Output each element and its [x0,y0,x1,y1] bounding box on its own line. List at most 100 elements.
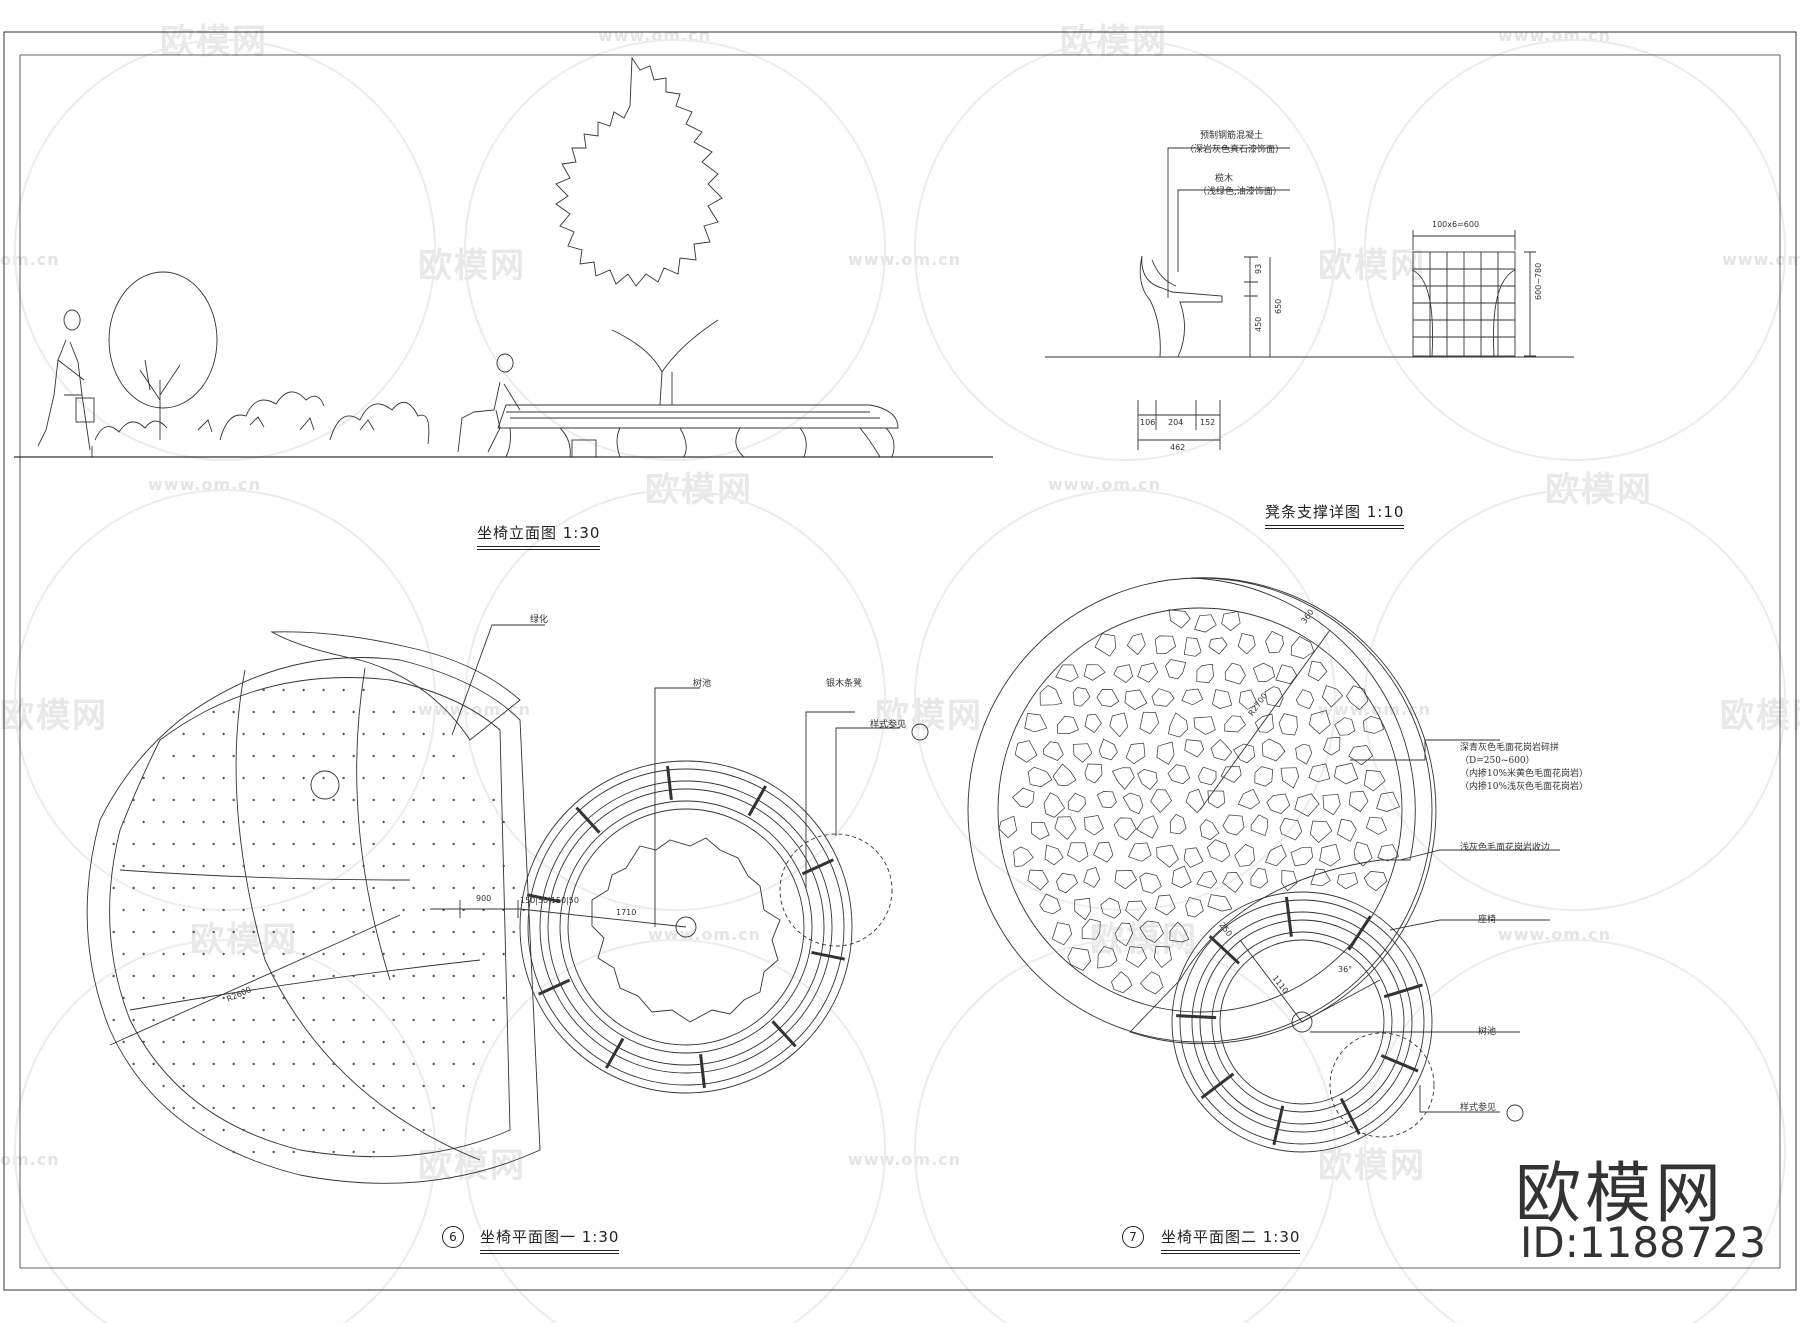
planter-segments [119,667,481,1161]
note-concrete: 预制钢筋混凝土 [1200,131,1264,141]
person-bag [75,397,95,423]
leader-edging [1399,849,1560,861]
note-tree-pool-2: 树池 [1478,1027,1497,1037]
bench-supports-plan-two [1176,896,1423,1146]
bench-seat [497,404,899,429]
sheet-frame [3,31,1797,1291]
dim-segments: 150|50|150|50 [520,896,579,905]
bench-ring-outer [1171,891,1433,1153]
note-concrete-sub: （深岩灰色真石漆饰面） [1185,145,1285,155]
plan-one-drawing [86,624,929,1184]
planter-outline [270,631,521,741]
dim-grid-right [1524,251,1536,357]
note-style-ref-2: 样式参见 [1460,1103,1497,1113]
note-paving-a: （内掺10%米黄色毛面花岗岩） [1460,769,1589,779]
brand-id: ID:1188723 [1520,1218,1766,1267]
small-tree-crown [108,271,218,409]
title-plan-two-text: 坐椅平面图二 1:30 [1161,1228,1301,1246]
dim-v2: 450 [1254,316,1263,332]
watermark-url: www.om.cn [1722,250,1800,269]
dim-vertical [1244,256,1271,358]
dim-v1: 93 [1254,263,1263,274]
support-detail-drawing [1045,147,1574,450]
note-wood-sub: （浅绿色,油漆饰面） [1198,187,1282,197]
detail-callout-circle-two [1329,1032,1435,1138]
leader-seat [1389,919,1550,931]
plan-two-number: 7 [1122,1226,1144,1248]
bench-supports-plan-one [526,765,846,1089]
title-elevation-text: 坐椅立面图 1:30 [477,524,601,542]
title-plan-two: 坐椅平面图二 1:30 [1161,1226,1301,1254]
leader-tree-pool [654,687,700,927]
dim-106: 106 [1140,418,1156,427]
note-paving-d: （D=250~600） [1460,756,1535,766]
note-style-ref-1: 样式参见 [870,720,907,730]
brand-name: 欧模网 [1515,1155,1725,1232]
bench-block [571,439,597,458]
dim-v3: 650 [1274,298,1283,314]
leader-concrete [1167,147,1290,298]
title-plan-one: 坐椅平面图一 1:30 [480,1226,620,1254]
watermark-rings [14,39,1786,1323]
planter-inner [109,677,511,1158]
title-plan-one-text: 坐椅平面图一 1:30 [480,1228,620,1246]
dim-152: 152 [1200,418,1216,427]
paving-edge-outer [967,577,1433,1043]
watermark-logo: 欧模网 [1720,696,1800,736]
detail-callout-circle [779,833,893,947]
person-walking [37,309,91,451]
watermark-url: www.om.cn [1318,700,1432,719]
leader-greenery [451,624,545,736]
planter-body [86,657,541,1184]
tree-pool-rim [591,837,781,1023]
dim-1710: 1710 [616,908,637,917]
tree-trunk [611,319,719,406]
dim-radii [1199,629,1381,1023]
dim-462: 462 [1170,443,1186,452]
dim-lines [109,900,687,1046]
note-paving: 深青灰色毛面花岗岩碎拼 [1460,743,1560,753]
note-tree-pool-1: 树池 [693,679,712,689]
title-support-detail-text: 凳条支撑详图 1:10 [1265,503,1405,521]
plan-one-number: 6 [442,1226,464,1248]
note-greenery: 绿化 [530,615,549,625]
dot-pattern [112,688,525,1154]
dim-angle-36: 36° [1338,965,1353,974]
person-sitting [457,353,521,453]
plan-two-drawing [967,577,1560,1153]
paving-disc [1129,577,1437,1045]
dim-900: 900 [476,894,492,903]
leader-wood [1177,189,1290,272]
note-edging: 浅灰色毛面花岗岩收边 [1460,843,1551,853]
note-wood: 榄木 [1215,174,1234,184]
note-wood-strip: 银木条凳 [826,679,863,689]
shrubs [94,391,430,445]
support-grid [1411,251,1516,357]
paving-edge-inner [997,607,1403,1013]
note-paving-b: （内掺10%浅灰色毛面花岗岩） [1460,782,1589,792]
tree-trunk-plan [675,916,697,938]
elevation-drawing [14,56,993,458]
planter-hole [310,770,340,800]
leader-style [835,727,900,836]
dim-100x6: 100x6=600 [1432,220,1480,229]
leader-paving [1350,739,1500,761]
style-ref-symbol [911,723,929,741]
dim-204: 204 [1168,418,1184,427]
note-seat: 座椅 [1478,915,1497,925]
watermark-url: www.om.cn [848,250,962,269]
watermark-url: www.om.cn [848,1150,962,1169]
title-support-detail: 凳条支撑详图 1:10 [1265,501,1405,529]
bench-ring-plan-one [519,760,853,1094]
dim-bottom [1137,400,1221,450]
tree-crown [555,56,723,287]
style-ref-symbol-two [1506,1104,1524,1122]
small-tree-branches [139,359,181,440]
bench-legs [505,427,895,458]
leader-style-two [1419,1085,1500,1113]
dim-grid-top [1412,230,1516,250]
title-elevation: 坐椅立面图 1:30 [477,522,601,550]
bench-section [1139,255,1223,358]
leader-wood-strip [805,711,855,888]
